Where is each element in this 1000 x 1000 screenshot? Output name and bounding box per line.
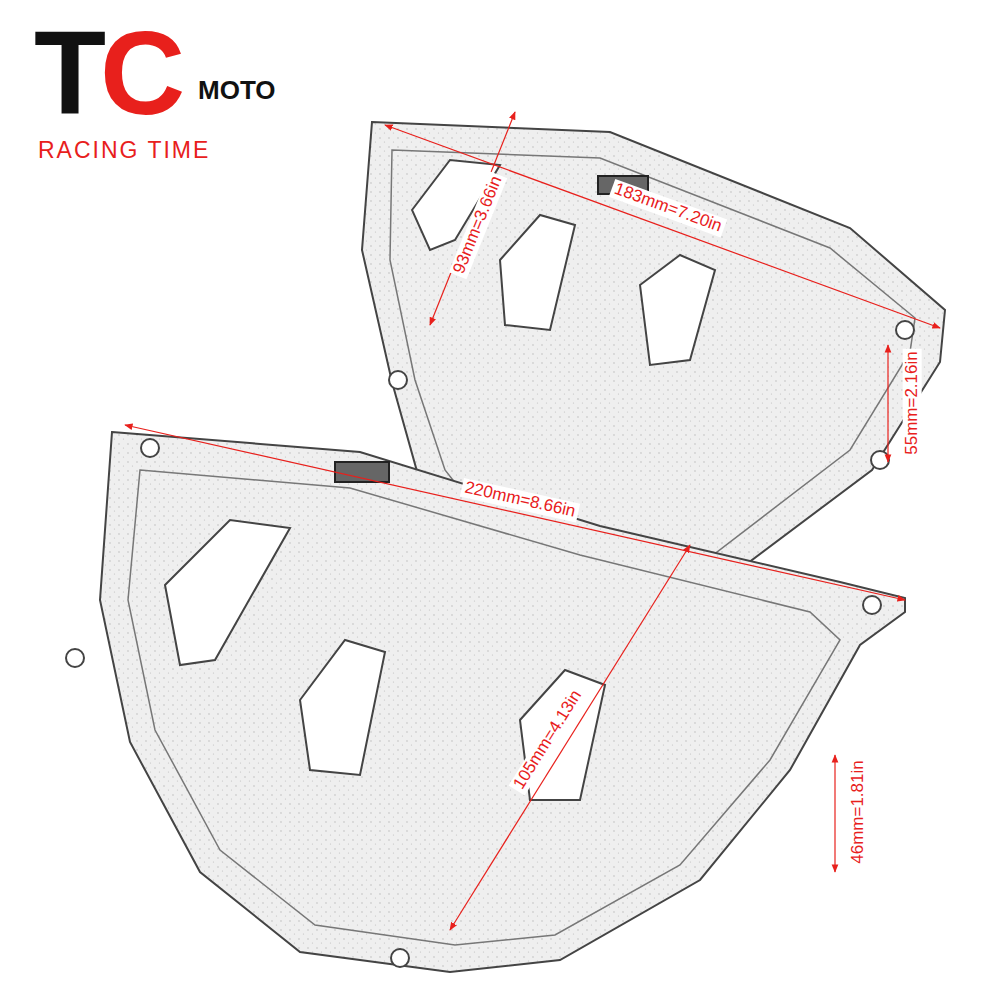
dimension-label: 55mm=2.16in	[903, 348, 922, 457]
brand-logo-text: MOTO	[196, 76, 278, 105]
dimension-lines	[125, 112, 940, 930]
brand-slogan: RACING TIME	[38, 138, 210, 163]
lower-cover	[66, 432, 905, 972]
dimension-label: 46mm=1.81in	[849, 757, 868, 866]
brand-logo: TC	[34, 14, 179, 132]
